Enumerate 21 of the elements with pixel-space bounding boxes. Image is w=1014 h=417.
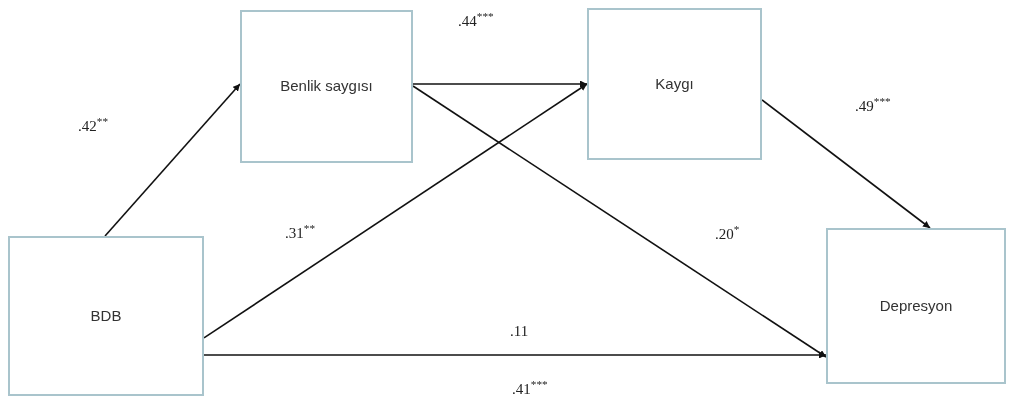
edge-label: .49$^{***}$ (855, 95, 891, 116)
arrow (203, 351, 827, 359)
edge-label: .44$^{***}$ (458, 10, 494, 31)
arrow (412, 85, 827, 358)
variable-box (240, 10, 413, 163)
variable-name: Depresyon (879, 295, 953, 316)
edge-label: .42$^{**}$ (78, 115, 108, 136)
arrow (203, 83, 588, 339)
arrow (761, 99, 931, 229)
variable-box (8, 236, 204, 396)
variable-box (587, 8, 762, 160)
variable-name: BDB (90, 305, 122, 326)
coefficient-label: .41$^{***}$ (512, 378, 548, 399)
edge-label: .11 (510, 322, 529, 341)
arrow (412, 80, 588, 88)
arrow (104, 83, 241, 237)
variable-name: Kaygı (655, 73, 694, 94)
variable-name: Benlik saygısı (280, 76, 373, 97)
edge-label: .31$^{**}$ (285, 222, 315, 243)
edge-label: .20$^{*}$ (715, 223, 740, 244)
variable-box (826, 228, 1006, 384)
